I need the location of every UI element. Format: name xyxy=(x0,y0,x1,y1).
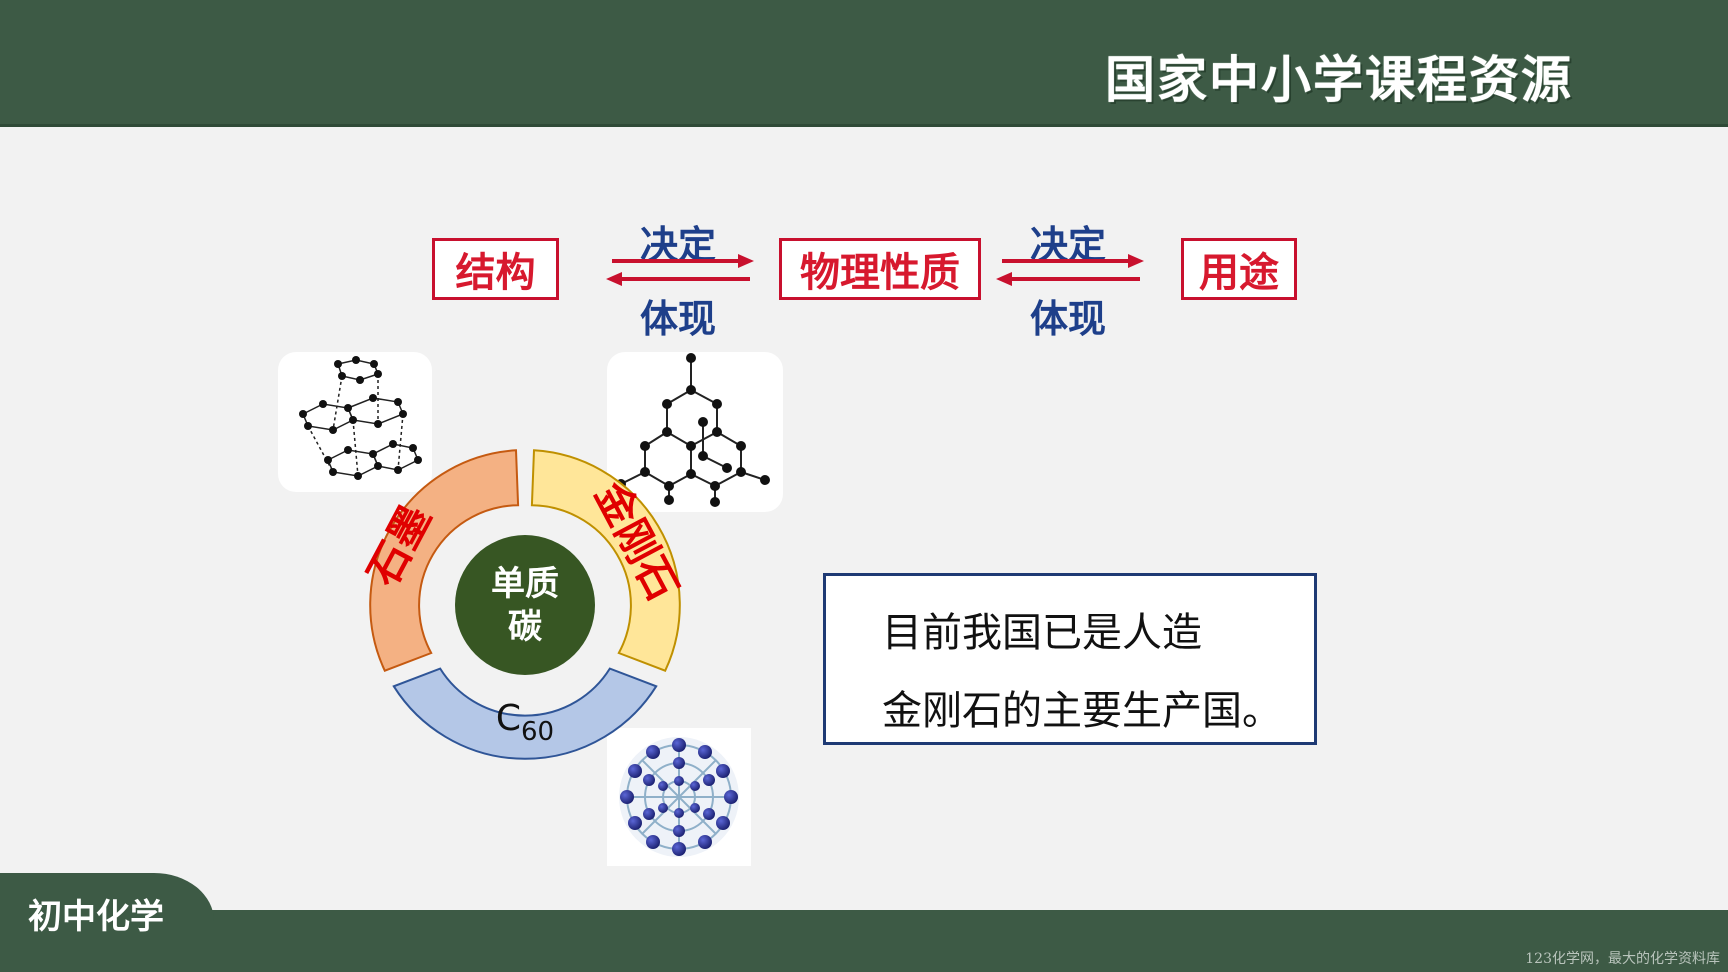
fact-line-2: 金刚石的主要生产国。 xyxy=(882,688,1282,734)
brand-logo-text: 国家中小学课程资源 xyxy=(1105,51,1573,109)
subject-label: 初中化学 xyxy=(28,897,164,937)
arrow2-reflect-label: 体现 xyxy=(1030,297,1107,341)
structure-box: 结构 xyxy=(432,238,559,300)
c60-segment xyxy=(392,667,658,760)
double-arrow-1 xyxy=(606,254,754,286)
arrow1-reflect-label: 体现 xyxy=(640,297,717,341)
carbon-allotrope-wheel: 单质 碳 石墨 金刚石 C60 xyxy=(360,449,688,760)
center-label-line2: 碳 xyxy=(508,607,543,647)
watermark-text: 123化学网，最大的化学资料库 xyxy=(1525,951,1720,967)
graphite-segment xyxy=(369,449,520,672)
fact-text-box xyxy=(823,573,1317,745)
c60-label: C60 xyxy=(496,698,554,747)
graphite-structure-image xyxy=(278,352,432,492)
header-bar xyxy=(0,0,1728,127)
physical-properties-box: 物理性质 xyxy=(779,238,981,300)
uses-box: 用途 xyxy=(1181,238,1297,300)
diamond-structure-image xyxy=(607,352,783,512)
center-label-line1: 单质 xyxy=(491,564,559,604)
elemental-carbon-center xyxy=(455,535,595,675)
diamond-label: 金刚石 xyxy=(585,473,688,608)
footer-bar xyxy=(0,910,1728,972)
fact-line-1: 目前我国已是人造 xyxy=(882,610,1202,656)
subject-tab xyxy=(0,873,214,933)
c60-structure-image xyxy=(607,728,751,866)
diamond-segment xyxy=(530,449,681,672)
double-arrow-2 xyxy=(996,254,1144,286)
